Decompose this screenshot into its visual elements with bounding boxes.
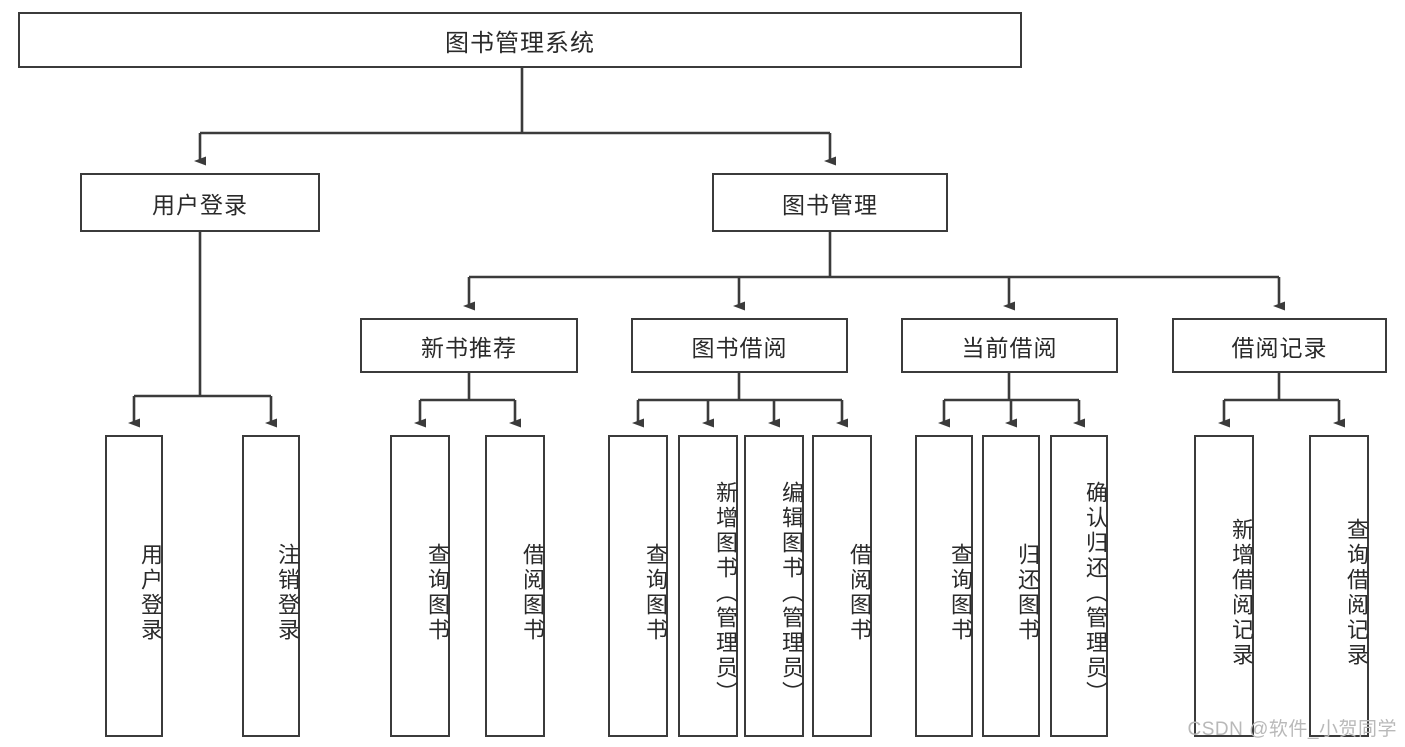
watermark-text: CSDN @软件_小贺同学 [1187, 719, 1397, 740]
node-user-login-label: 用户登录 [152, 191, 248, 218]
node-leaf-add-book[interactable]: 新增图书（管理员） [678, 435, 738, 737]
node-leaf-edit-book-label: 编辑图书（管理员） [779, 480, 804, 706]
node-leaf-query-book-1[interactable]: 查询图书 [390, 435, 450, 737]
node-leaf-query-book-3-label: 查询图书 [948, 543, 973, 643]
node-leaf-add-record[interactable]: 新增借阅记录 [1194, 435, 1254, 737]
node-book-manage-label: 图书管理 [782, 191, 878, 218]
node-leaf-query-book-3[interactable]: 查询图书 [915, 435, 973, 737]
node-borrow-record[interactable]: 借阅记录 [1172, 318, 1387, 373]
node-leaf-confirm-return-label: 确认归还（管理员） [1083, 480, 1108, 706]
node-current-borrow[interactable]: 当前借阅 [901, 318, 1118, 373]
node-root-label: 图书管理系统 [445, 29, 595, 57]
node-leaf-return-book-label: 归还图书 [1015, 543, 1040, 643]
node-leaf-add-book-label: 新增图书（管理员） [713, 480, 738, 706]
node-book-borrow-label: 图书借阅 [691, 334, 788, 361]
node-leaf-query-book-2[interactable]: 查询图书 [608, 435, 668, 737]
node-current-borrow-label: 当前借阅 [961, 334, 1058, 361]
node-leaf-user-login-label: 用户登录 [138, 543, 163, 643]
node-leaf-borrow-book-1[interactable]: 借阅图书 [485, 435, 545, 737]
node-leaf-query-book-2-label: 查询图书 [643, 543, 668, 643]
node-leaf-confirm-return[interactable]: 确认归还（管理员） [1050, 435, 1108, 737]
node-leaf-user-logout-label: 注销登录 [275, 543, 300, 643]
node-user-login[interactable]: 用户登录 [80, 173, 320, 232]
node-new-book-recommend-label: 新书推荐 [421, 334, 517, 361]
node-book-manage[interactable]: 图书管理 [712, 173, 948, 232]
node-root[interactable]: 图书管理系统 [18, 12, 1022, 68]
node-leaf-borrow-book-1-label: 借阅图书 [520, 543, 545, 643]
node-leaf-add-record-label: 新增借阅记录 [1229, 518, 1254, 668]
node-leaf-borrow-book-2[interactable]: 借阅图书 [812, 435, 872, 737]
node-new-book-recommend[interactable]: 新书推荐 [360, 318, 578, 373]
node-leaf-query-book-1-label: 查询图书 [425, 543, 450, 643]
node-leaf-edit-book[interactable]: 编辑图书（管理员） [744, 435, 804, 737]
node-leaf-query-record[interactable]: 查询借阅记录 [1309, 435, 1369, 737]
node-book-borrow[interactable]: 图书借阅 [631, 318, 848, 373]
node-leaf-return-book[interactable]: 归还图书 [982, 435, 1040, 737]
node-leaf-user-login[interactable]: 用户登录 [105, 435, 163, 737]
node-leaf-user-logout[interactable]: 注销登录 [242, 435, 300, 737]
node-leaf-query-record-label: 查询借阅记录 [1344, 518, 1369, 668]
node-borrow-record-label: 借阅记录 [1231, 334, 1328, 361]
node-leaf-borrow-book-2-label: 借阅图书 [847, 543, 872, 643]
